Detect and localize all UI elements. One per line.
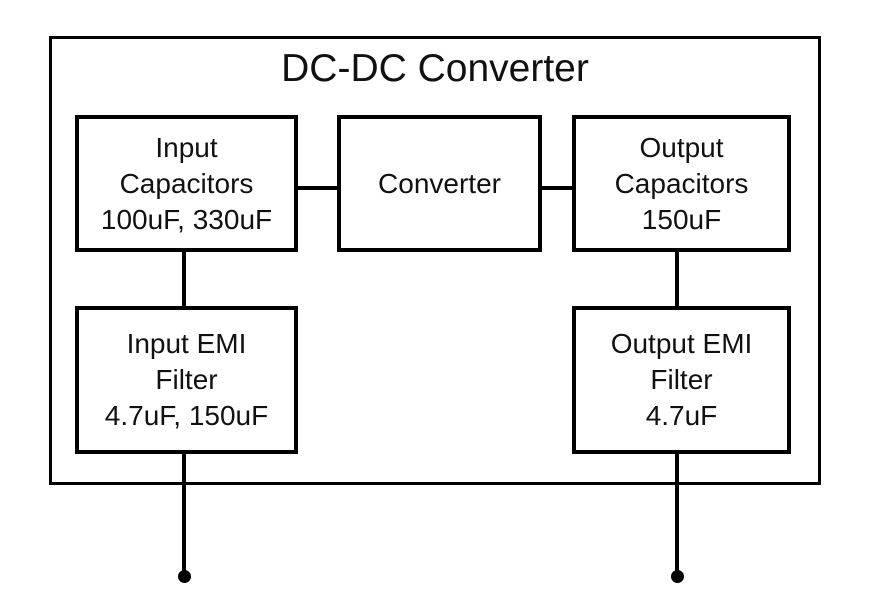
block-input-capacitors: Input Capacitors 100uF, 330uF <box>75 115 298 252</box>
lead-output-emi-filter-to-terminal <box>675 454 679 576</box>
block-converter-label: Converter <box>378 167 501 199</box>
lead-input-emi-filter-to-terminal <box>182 454 186 576</box>
block-output-emi-filter: Output EMI Filter 4.7uF <box>572 306 791 454</box>
block-input-emi-filter: Input EMI Filter 4.7uF, 150uF <box>75 306 298 454</box>
diagram-title: DC-DC Converter <box>281 47 589 90</box>
block-input-capacitors-label: Input Capacitors 100uF, 330uF <box>100 131 273 235</box>
output-terminal-dot <box>671 570 684 583</box>
block-input-emi-filter-label: Input EMI Filter 4.7uF, 150uF <box>104 328 269 431</box>
block-converter: Converter <box>337 115 542 252</box>
block-output-capacitors-label: Output Capacitors 150uF <box>614 131 749 235</box>
block-output-capacitors: Output Capacitors 150uF <box>572 115 791 252</box>
input-terminal-dot <box>178 570 191 583</box>
block-output-emi-filter-label: Output EMI Filter 4.7uF <box>610 328 753 431</box>
connector-input-capacitors-to-input-emi-filter <box>182 252 186 306</box>
connector-input-capacitors-to-converter <box>298 186 337 190</box>
connector-output-capacitors-to-output-emi-filter <box>675 252 679 306</box>
connector-converter-to-output-capacitors <box>542 186 572 190</box>
